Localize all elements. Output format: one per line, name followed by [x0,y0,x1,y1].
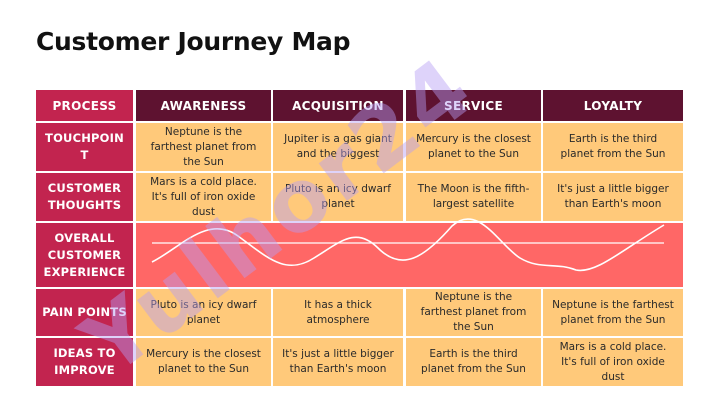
header-awareness: AWARENESS [136,90,271,121]
header-service: SERVICE [406,90,541,121]
page-title: Customer Journey Map [36,27,351,56]
thoughts-service: The Moon is the fifth-largest satellite [406,173,541,221]
header-acquisition: ACQUISITION [273,90,403,121]
row-label-ideas-to-improve: IDEAS TO IMPROVE [36,338,133,386]
row-label-overall-experience: OVERALL CUSTOMER EXPERIENCE [36,223,133,287]
thoughts-awareness: Mars is a cold place. It's full of iron … [136,173,271,221]
thoughts-loyalty: It's just a little bigger than Earth's m… [543,173,683,221]
row-label-customer-thoughts: CUSTOMER THOUGHTS [36,173,133,221]
improve-loyalty: Mars is a cold place. It's full of iron … [543,338,683,386]
header-process: PROCESS [36,90,133,121]
improve-service: Earth is the third planet from the Sun [406,338,541,386]
touchpoint-acquisition: Jupiter is a gas giant and the biggest [273,123,403,171]
thoughts-acquisition: Pluto is an icy dwarf planet [273,173,403,221]
experience-band [136,223,683,287]
pain-loyalty: Neptune is the farthest planet from the … [543,289,683,336]
pain-awareness: Pluto is an icy dwarf planet [136,289,271,336]
touchpoint-awareness: Neptune is the farthest planet from the … [136,123,271,171]
pain-service: Neptune is the farthest planet from the … [406,289,541,336]
header-loyalty: LOYALTY [543,90,683,121]
pain-acquisition: It has a thick atmosphere [273,289,403,336]
improve-acquisition: It's just a little bigger than Earth's m… [273,338,403,386]
touchpoint-service: Mercury is the closest planet to the Sun [406,123,541,171]
improve-awareness: Mercury is the closest planet to the Sun [136,338,271,386]
row-label-touchpoint: TOUCHPOIN T [36,123,133,171]
touchpoint-loyalty: Earth is the third planet from the Sun [543,123,683,171]
row-label-pain-points: PAIN POINTS [36,289,133,336]
